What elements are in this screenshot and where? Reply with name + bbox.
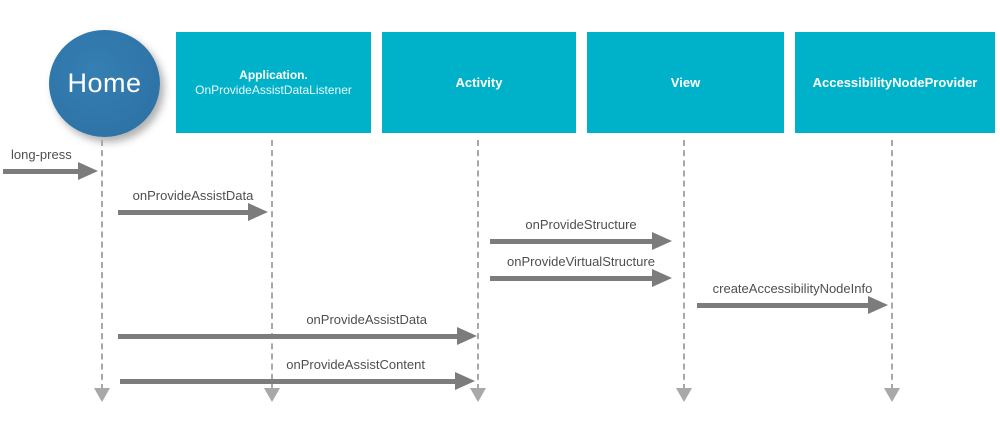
message-on-provide-assist-content-label: onProvideAssistContent bbox=[286, 357, 425, 372]
lifeline-application-arrow-icon bbox=[264, 388, 280, 402]
message-arrowhead-icon bbox=[652, 232, 672, 250]
lifeline-application bbox=[271, 140, 273, 390]
actor-home: Home bbox=[49, 30, 160, 137]
actor-activity: Activity bbox=[382, 32, 576, 133]
message-arrowhead-icon bbox=[457, 327, 477, 345]
lifeline-accessibility-node-provider-arrow-icon bbox=[884, 388, 900, 402]
message-arrowhead-icon bbox=[455, 372, 475, 390]
actor-application: Application. OnProvideAssistDataListener bbox=[176, 32, 371, 133]
message-line bbox=[490, 239, 656, 244]
actor-application-label-line2: OnProvideAssistDataListener bbox=[195, 82, 352, 97]
message-on-provide-structure: onProvideStructure bbox=[490, 217, 672, 251]
actor-application-label-line1: Application. bbox=[239, 67, 308, 82]
lifeline-home bbox=[101, 140, 103, 390]
message-create-accessibility-node-info-label: createAccessibilityNodeInfo bbox=[712, 281, 873, 296]
actor-home-label: Home bbox=[67, 68, 142, 98]
actor-accessibility-node-provider-label: AccessibilityNodeProvider bbox=[812, 75, 978, 90]
lifeline-accessibility-node-provider bbox=[891, 140, 893, 390]
message-on-provide-virtual-structure-label: onProvideVirtualStructure bbox=[507, 254, 655, 269]
message-on-provide-structure-label: onProvideStructure bbox=[525, 217, 637, 232]
lifeline-home-arrow-icon bbox=[94, 388, 110, 402]
message-line bbox=[490, 276, 656, 281]
actor-view-label: View bbox=[670, 75, 701, 90]
lifeline-view-arrow-icon bbox=[676, 388, 692, 402]
actor-activity-label: Activity bbox=[455, 75, 503, 90]
message-on-provide-virtual-structure: onProvideVirtualStructure bbox=[490, 254, 672, 288]
message-long-press-label: long-press bbox=[11, 147, 72, 162]
lifeline-activity-arrow-icon bbox=[470, 388, 486, 402]
message-on-provide-assist-content: onProvideAssistContent bbox=[120, 357, 475, 391]
lifeline-view bbox=[683, 140, 685, 390]
actor-view: View bbox=[587, 32, 784, 133]
message-line bbox=[120, 379, 459, 384]
message-arrowhead-icon bbox=[248, 203, 268, 221]
message-on-provide-assist-data-to-activity-label: onProvideAssistData bbox=[306, 312, 427, 327]
lifeline-activity bbox=[477, 140, 479, 390]
message-on-provide-assist-data-to-application: onProvideAssistData bbox=[118, 188, 268, 222]
message-long-press: long-press bbox=[3, 147, 98, 181]
message-line bbox=[697, 303, 872, 308]
message-on-provide-assist-data-to-application-label: onProvideAssistData bbox=[132, 188, 254, 203]
message-arrowhead-icon bbox=[652, 269, 672, 287]
message-long-press-arrowhead-icon bbox=[78, 162, 98, 180]
message-line bbox=[118, 210, 252, 215]
message-line bbox=[118, 334, 461, 339]
message-arrowhead-icon bbox=[868, 296, 888, 314]
actor-accessibility-node-provider: AccessibilityNodeProvider bbox=[795, 32, 995, 133]
message-long-press-line bbox=[3, 169, 82, 174]
message-on-provide-assist-data-to-activity: onProvideAssistData bbox=[118, 312, 477, 346]
message-create-accessibility-node-info: createAccessibilityNodeInfo bbox=[697, 281, 888, 315]
